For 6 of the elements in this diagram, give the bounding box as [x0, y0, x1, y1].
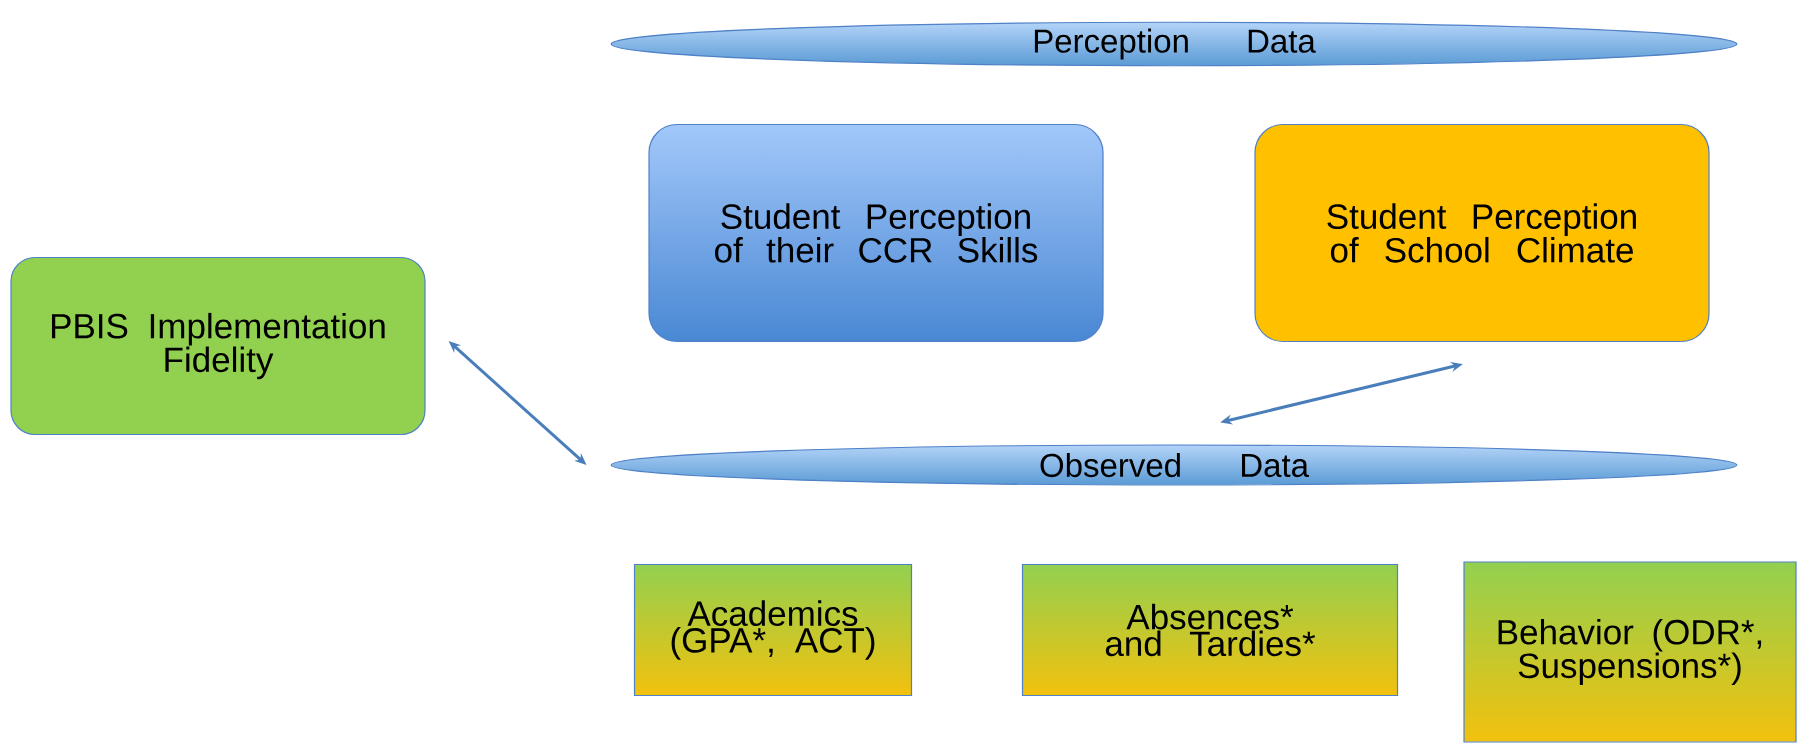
rounded-box: Student Perception of School Climate: [1254, 123, 1710, 343]
data-box: Academics (GPA*, ACT): [633, 563, 913, 697]
data-box: Absences* and Tardies*: [1021, 563, 1399, 697]
rounded-box: Student Perception of their CCR Skills: [648, 123, 1104, 343]
rounded-box: PBIS Implementation Fidelity: [10, 256, 426, 436]
data-box: Behavior (ODR*, Suspensions*): [1463, 561, 1797, 743]
